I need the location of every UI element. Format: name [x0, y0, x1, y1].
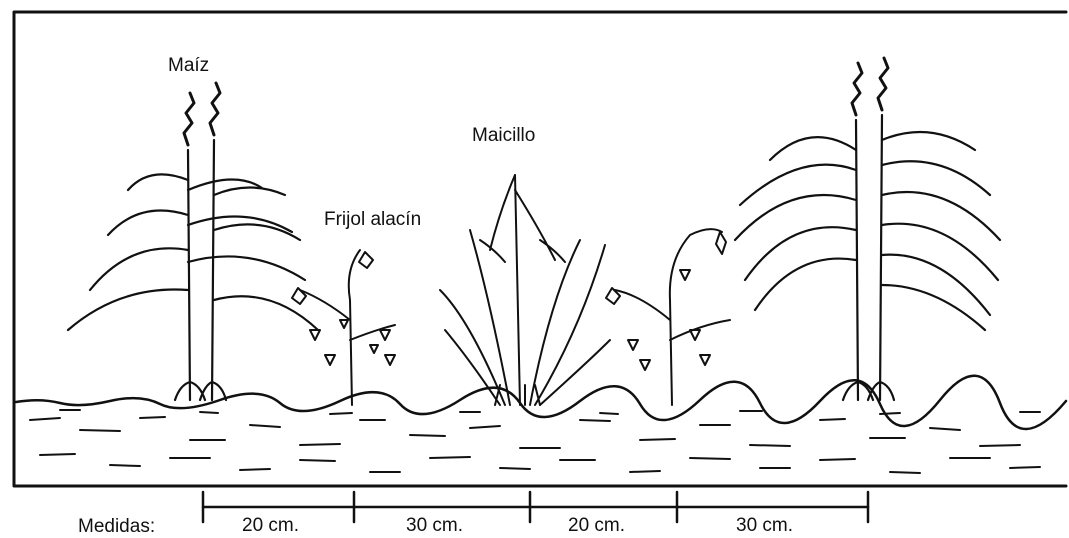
measure-segment-3: 20 cm. — [568, 516, 625, 535]
measure-title: Medidas: — [78, 517, 155, 536]
measure-segment-1: 20 cm. — [242, 516, 299, 535]
sorghum-plant — [440, 175, 610, 405]
label-frijol: Frijol alacín — [324, 210, 421, 229]
measure-segment-4: 30 cm. — [736, 516, 793, 535]
maize-plant-left — [68, 83, 318, 400]
label-maiz: Maíz — [168, 56, 209, 75]
label-maicillo: Maicillo — [472, 126, 535, 145]
bean-plant-right — [606, 229, 730, 405]
maize-plant-right — [735, 58, 1000, 400]
ground-line — [16, 376, 1066, 429]
bean-plant-left — [292, 250, 395, 405]
measure-segment-2: 30 cm. — [406, 516, 463, 535]
